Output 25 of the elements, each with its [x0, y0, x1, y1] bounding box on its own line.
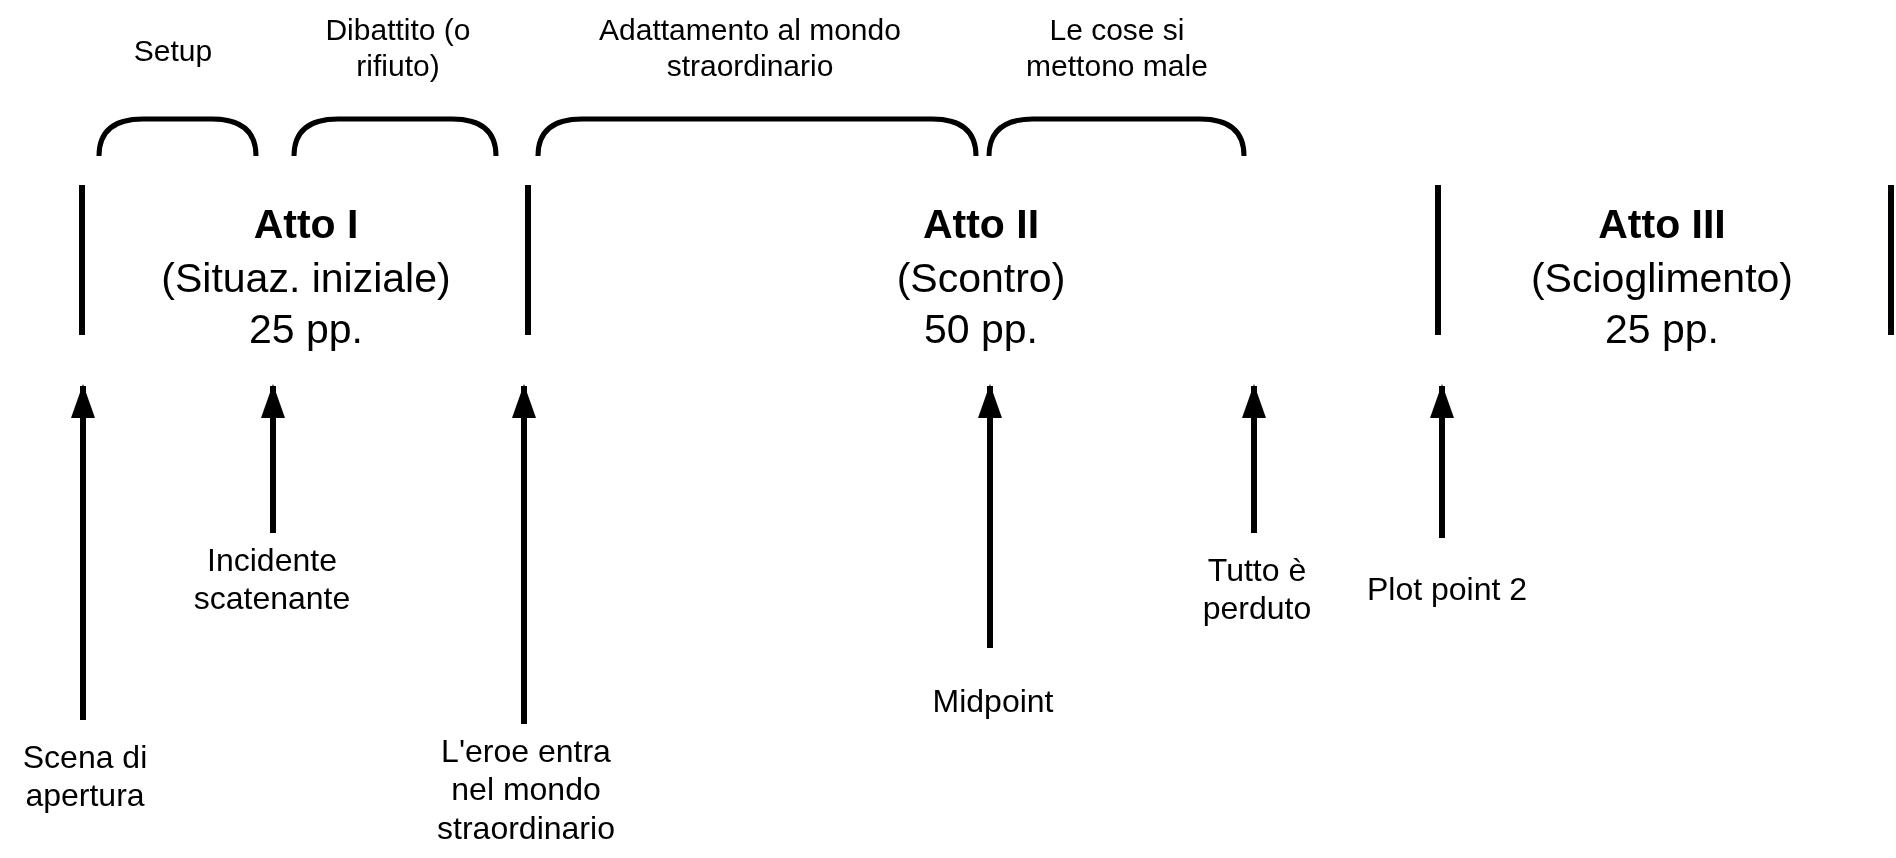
section-label: Dibattito (o rifiuto): [324, 12, 472, 84]
page-count: 25 pp.: [1604, 304, 1720, 354]
act-title: Atto III: [1597, 199, 1727, 249]
act-subtitle: (Scioglimento): [1529, 253, 1794, 303]
event-label: Incidente scatenante: [162, 533, 382, 618]
event-label: Midpoint: [893, 648, 1093, 721]
act-subtitle: (Situaz. iniziale): [160, 253, 452, 303]
event-label: Tutto è perduto: [1177, 533, 1337, 628]
arrow: [978, 384, 1002, 648]
section-label: Le cose si mettono male: [1025, 12, 1209, 84]
event-label: Plot point 2: [1342, 538, 1552, 609]
page-count: 50 pp.: [923, 304, 1039, 354]
section-label: Setup: [132, 33, 214, 69]
act-title: Atto II: [921, 199, 1041, 249]
arrow: [1242, 384, 1266, 533]
arrow: [1430, 384, 1454, 538]
page-count: 25 pp.: [248, 304, 364, 354]
act-subtitle: (Scontro): [895, 253, 1067, 303]
event-label: L'eroe entra nel mondo straordinario: [416, 724, 636, 848]
arrow: [261, 384, 285, 533]
arrow: [71, 384, 95, 720]
event-label: Scena di apertura: [0, 720, 185, 815]
section-label: Adattamento al mondo straordinario: [598, 12, 902, 84]
act-title: Atto I: [252, 199, 360, 249]
arrow: [512, 384, 536, 724]
